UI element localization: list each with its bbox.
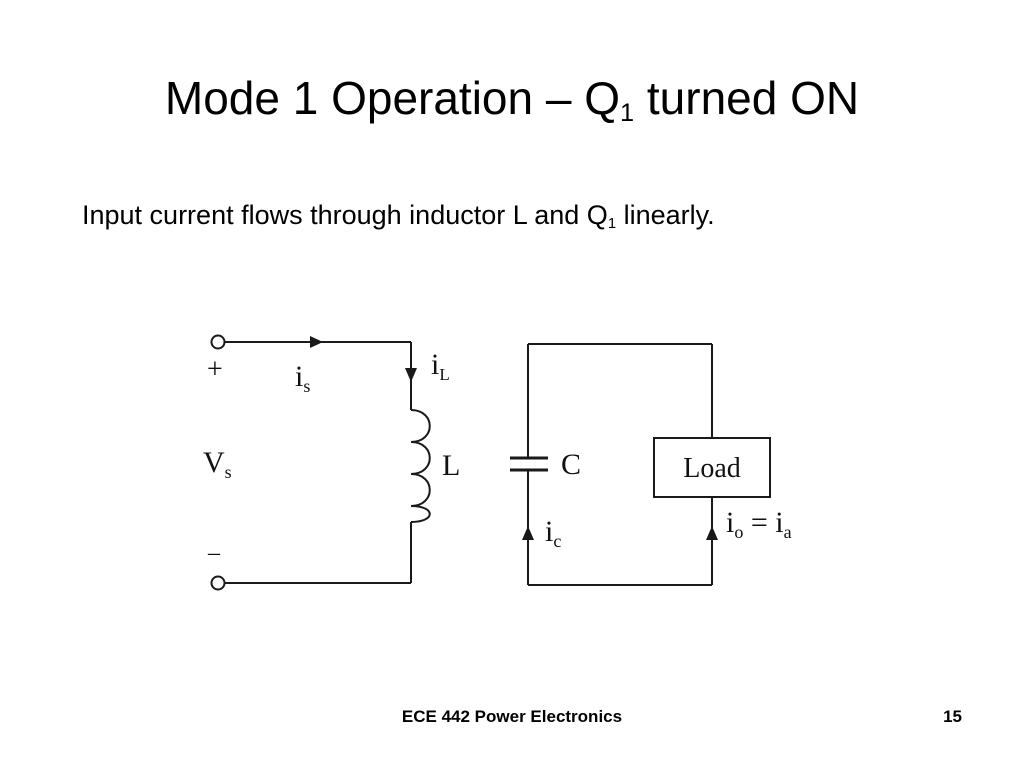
- title-text: Mode 1 Operation – Q: [164, 72, 621, 124]
- body-text: Input current flows through inductor L a…: [82, 197, 715, 233]
- body-text-main: Input current flows through inductor L a…: [82, 200, 608, 230]
- inductor-coil: [410, 409, 431, 523]
- negative-terminal: [210, 575, 226, 591]
- plus-label: +: [207, 354, 223, 385]
- vs-label: Vs: [203, 446, 232, 482]
- ic-label: ic: [545, 515, 561, 551]
- title-tail: turned ON: [634, 72, 860, 124]
- slide-title: Mode 1 Operation – Q1 turned ON: [0, 68, 1024, 128]
- minus-label: –: [207, 540, 221, 566]
- capacitor-label: C: [561, 448, 581, 481]
- io-arrow: [706, 526, 718, 540]
- io-ia-label: io = ia: [726, 506, 792, 542]
- footer-page-number: 15: [943, 707, 962, 726]
- body-text-subscript: 1: [607, 216, 617, 233]
- is-label: is: [295, 360, 310, 396]
- inductor-label: L: [442, 449, 460, 482]
- load-label: Load: [683, 453, 741, 484]
- body-text-tail: linearly.: [616, 200, 715, 230]
- ic-arrow: [522, 526, 534, 540]
- is-arrow: [310, 336, 323, 348]
- il-arrow: [405, 368, 417, 382]
- title-subscript: 1: [620, 99, 635, 128]
- positive-terminal: [210, 334, 226, 350]
- il-label: iL: [431, 348, 450, 384]
- footer-course-title: ECE 442 Power Electronics: [401, 707, 623, 726]
